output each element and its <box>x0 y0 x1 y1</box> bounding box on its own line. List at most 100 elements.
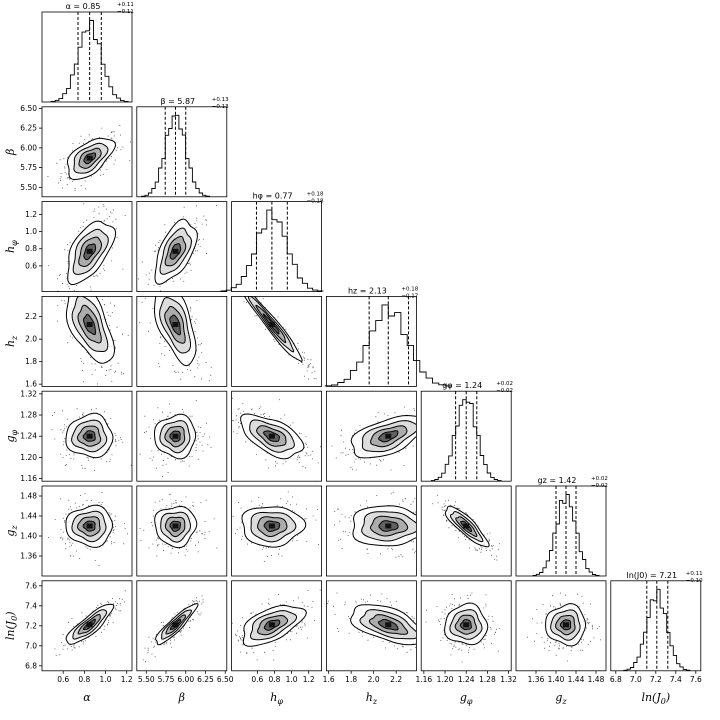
x-tick-label-5-1: 1.40 <box>548 675 565 684</box>
y-tick-label-5-3: 1.48 <box>20 492 37 501</box>
scatter-points-2-5 <box>232 491 322 565</box>
panel-title-plus-0: +0.11 <box>117 2 134 8</box>
pair-panel-3-5 <box>334 491 417 558</box>
x-tick-label-2-2: 1.0 <box>286 675 298 684</box>
panel-frame-4-5 <box>420 485 512 577</box>
panel-frame-1-3 <box>136 295 228 387</box>
panel-title-plus-5: +0.02 <box>591 476 608 482</box>
x-axis-label-6: ln(J0) <box>641 691 670 706</box>
pair-panel-2-4 <box>231 397 321 482</box>
x-axis-label-5: gz <box>555 691 567 706</box>
y-tick-label-1-1: 5.75 <box>20 163 37 172</box>
histogram-4 <box>430 399 502 482</box>
x-tick-label-5-2: 1.44 <box>568 675 585 684</box>
contour-peak-1-4 <box>172 433 179 439</box>
x-tick-label-6-2: 7.2 <box>650 675 662 684</box>
y-tick-label-5-2: 1.44 <box>20 512 37 521</box>
y-tick-label-5-0: 1.36 <box>20 552 37 561</box>
x-tick-label-5-3: 1.48 <box>588 675 605 684</box>
x-tick-label-0-2: 1.0 <box>100 675 112 684</box>
panel-title-plus-2: +0.18 <box>307 192 324 198</box>
y-tick-label-2-2: 1.0 <box>25 227 37 236</box>
y-tick-label-3-1: 1.8 <box>25 357 37 366</box>
x-tick-label-0-0: 0.6 <box>57 675 69 684</box>
contour-peak-1-2 <box>172 248 179 254</box>
contour-peak-2-4 <box>268 433 275 439</box>
panel-frame-5-6 <box>515 580 607 672</box>
x-tick-label-1-0: 5.50 <box>138 675 155 684</box>
x-tick-label-3-1: 1.8 <box>345 675 357 684</box>
pair-panel-5-6 <box>527 592 601 662</box>
pair-panel-1-6 <box>142 595 204 663</box>
pair-panel-1-5 <box>139 493 218 557</box>
x-tick-label-4-2: 1.24 <box>458 675 475 684</box>
panel-title-1: β = 5.87 <box>160 97 195 106</box>
contour-peak-0-1 <box>86 155 93 161</box>
panel-title-plus-6: +0.11 <box>686 571 703 577</box>
y-tick-label-4-2: 1.24 <box>20 432 37 441</box>
panel-frame-3-3 <box>325 295 417 387</box>
x-tick-label-6-3: 7.4 <box>670 675 682 684</box>
x-tick-label-0-1: 0.8 <box>78 675 90 684</box>
contour-peak-0-3 <box>86 322 93 328</box>
pair-panel-4-5 <box>432 494 500 561</box>
histogram-0 <box>50 20 129 102</box>
x-axis-label-3: hz <box>366 691 378 706</box>
panel-title-3: hz = 2.13 <box>348 286 387 295</box>
panel-frame-2-4 <box>231 390 323 482</box>
panel-frame-0-3 <box>41 295 133 387</box>
x-axis-label-1: β <box>178 691 185 704</box>
y-axis-label-2: hφ <box>4 240 19 253</box>
y-axis-label-6: ln(J0) <box>4 611 19 640</box>
contour-peak-3-5 <box>385 523 392 529</box>
y-tick-label-6-0: 6.8 <box>25 661 37 670</box>
y-tick-label-3-3: 2.2 <box>25 312 37 321</box>
histogram-2 <box>220 209 324 292</box>
y-axis-label-4: gφ <box>4 429 19 442</box>
y-tick-label-2-0: 0.6 <box>25 261 37 270</box>
panel-title-0: α = 0.85 <box>66 2 101 11</box>
pair-panel-3-4 <box>331 406 417 471</box>
contour-peak-1-5 <box>172 523 179 529</box>
y-tick-label-6-2: 7.2 <box>25 621 37 630</box>
histogram-1 <box>141 114 210 197</box>
panel-title-plus-4: +0.02 <box>496 381 513 387</box>
histogram-6 <box>623 588 691 671</box>
x-tick-label-4-4: 1.32 <box>500 675 517 684</box>
contour-peak-1-6 <box>172 622 179 628</box>
panel-frame-3-5 <box>325 485 417 577</box>
x-tick-label-6-0: 6.8 <box>610 675 622 684</box>
x-tick-label-4-1: 1.20 <box>437 675 454 684</box>
pair-panel-2-6 <box>231 589 321 661</box>
panel-title-5: gz = 1.42 <box>538 476 577 485</box>
y-tick-label-3-2: 2.0 <box>25 335 37 344</box>
x-tick-label-1-2: 6.00 <box>177 675 194 684</box>
contour-peak-1-3 <box>172 322 179 328</box>
panel-frame-0-2 <box>41 201 133 293</box>
panel-frame-1-1 <box>136 106 228 198</box>
x-tick-label-4-3: 1.28 <box>479 675 496 684</box>
pair-panel-1-4 <box>139 400 212 477</box>
panel-frame-2-2 <box>231 201 323 293</box>
panel-frame-1-2 <box>136 201 228 293</box>
contour-peak-0-2 <box>86 248 93 254</box>
y-tick-label-2-1: 0.8 <box>25 244 37 253</box>
pair-panel-1-3 <box>139 296 212 382</box>
panel-frame-3-4 <box>325 390 417 482</box>
panel-frame-5-5 <box>515 485 607 577</box>
y-tick-label-6-1: 7.0 <box>25 641 37 650</box>
panel-frame-3-6 <box>325 580 417 672</box>
x-tick-label-1-1: 5.75 <box>158 675 175 684</box>
y-axis-label-5: gz <box>4 525 19 537</box>
histogram-layer <box>50 12 691 671</box>
panel-frame-1-6 <box>136 580 228 672</box>
y-axis-label-1: β <box>4 149 17 156</box>
y-tick-label-4-1: 1.20 <box>20 453 37 462</box>
x-tick-label-3-2: 2.0 <box>368 675 380 684</box>
x-tick-label-5-0: 1.36 <box>528 675 545 684</box>
contour-peak-0-5 <box>86 523 93 529</box>
contour-peak-2-3 <box>268 322 275 328</box>
y-tick-label-4-0: 1.16 <box>20 474 37 483</box>
panel-frame-0-5 <box>41 485 133 577</box>
panel-title-6: ln(J0) = 7.21 <box>627 571 678 580</box>
